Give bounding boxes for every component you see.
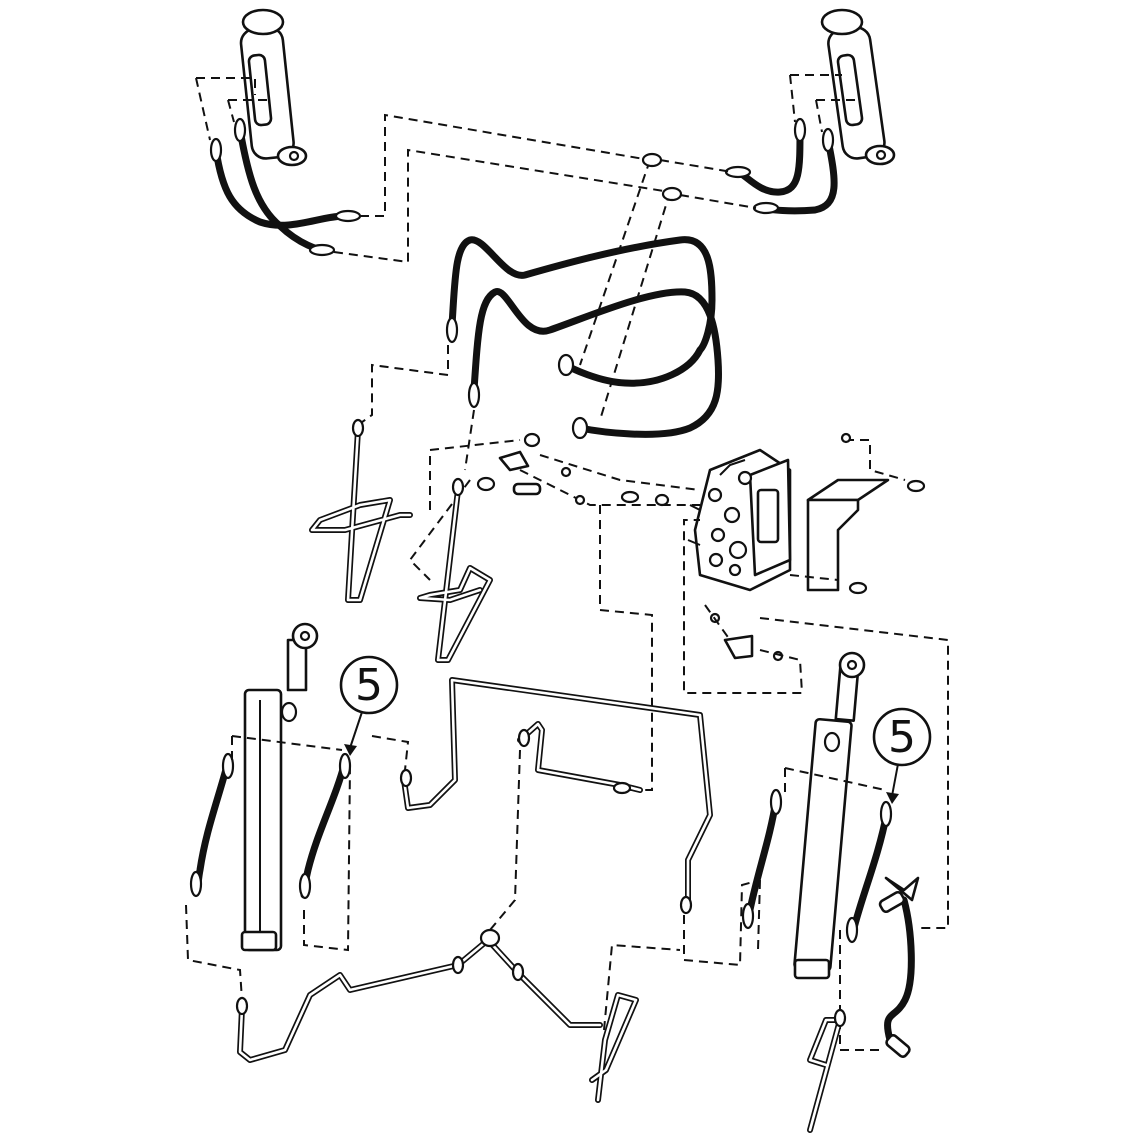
- bottom-center-tubes: [399, 677, 713, 915]
- bottom-right-cylinder: [793, 651, 866, 980]
- bottom-left-cylinder: [240, 622, 319, 952]
- top-tee-fittings: [641, 152, 683, 202]
- top-dashed-connections: [195, 74, 855, 421]
- valve-fittings: [476, 432, 670, 507]
- bottom-center-dashed: [489, 749, 761, 967]
- callout-left: 5: [339, 655, 399, 756]
- bottom-right-tube: [807, 1008, 847, 1133]
- top-left-cylinder: [239, 8, 308, 167]
- bottom-left-dashed: [185, 735, 410, 1001]
- right-middle-fittings: [683, 519, 949, 929]
- mounting-bracket: [789, 432, 926, 595]
- top-right-hoses: [724, 117, 838, 215]
- bottom-right-hoses: [741, 788, 920, 1058]
- control-valve: [687, 448, 792, 592]
- top-right-cylinder: [820, 8, 896, 166]
- top-left-hoses: [209, 117, 362, 257]
- callout-right-label: 5: [888, 712, 916, 763]
- middle-long-hoses: [445, 236, 723, 440]
- callout-right: 5: [872, 707, 932, 804]
- bottom-tee-lines: [235, 928, 681, 1103]
- left-middle-tubes: [309, 418, 493, 663]
- callout-left-label: 5: [355, 660, 383, 711]
- bottom-right-dashed: [757, 767, 886, 1051]
- bottom-left-hoses: [189, 752, 352, 900]
